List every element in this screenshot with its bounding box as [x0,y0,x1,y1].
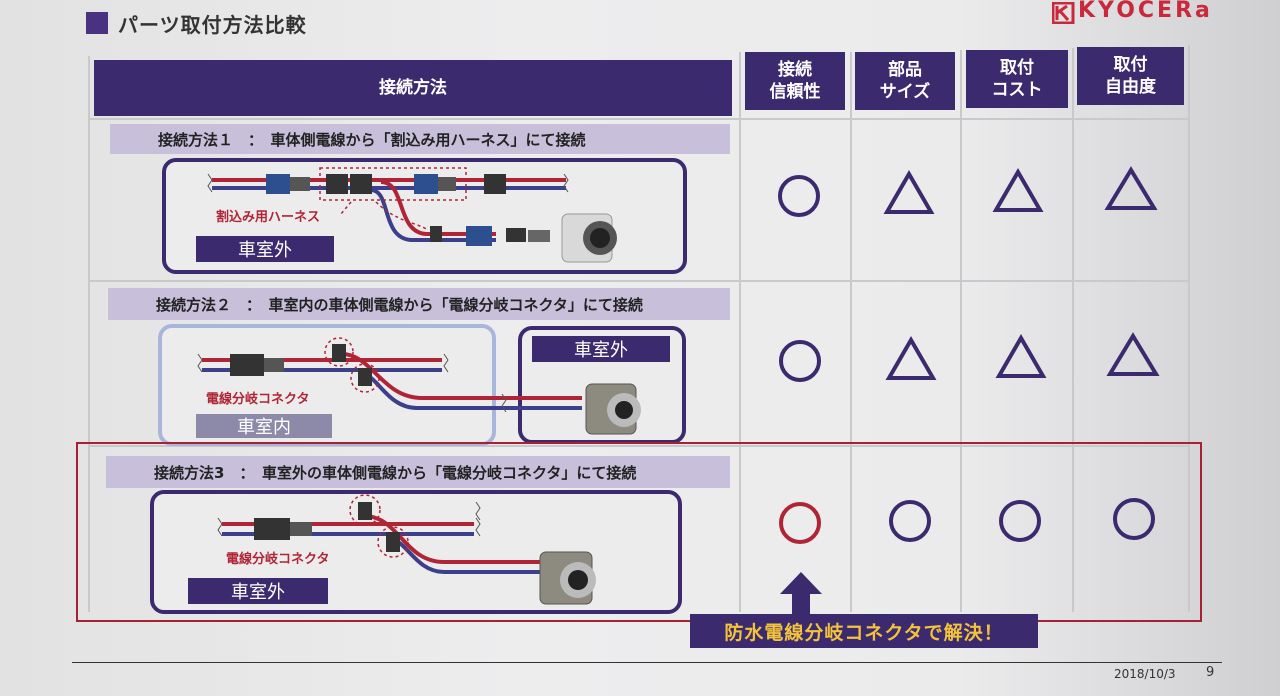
row3-highlight-frame [76,442,1202,622]
title-marker [86,12,108,34]
row3-size-circle [889,500,931,542]
row1-reliability-circle [778,175,820,217]
kyocera-logo-mark [1052,2,1075,24]
grid-line [850,52,852,612]
row2-cost-triangle-icon [995,334,1047,378]
grid-line [88,118,1188,120]
header-freedom: 取付 自由度 [1077,47,1184,105]
row2-zone-outer: 車室外 [532,336,670,362]
row2-freedom-triangle-icon [1106,332,1160,376]
row3-wiring-diagram [217,494,596,605]
footer-rule [72,662,1222,663]
row3-freedom-circle [1113,498,1155,540]
grid-line [88,56,90,612]
row2-wiring-diagram [197,337,641,435]
page-number: 9 [1206,665,1215,680]
header-size: 部品 サイズ [855,52,955,110]
up-arrow-icon [780,572,822,616]
grid-line [960,50,962,612]
row2-size-triangle-icon [885,336,937,380]
row1-size-triangle-icon [883,170,935,214]
grid-line [88,445,1188,447]
grid-line [1188,45,1190,612]
row2-zone-inner: 車室内 [196,414,332,438]
row1-freedom-triangle-icon [1104,166,1158,210]
row3-reliability-circle [779,502,821,544]
row1-cost-triangle-icon [992,168,1044,212]
grid-line [1072,48,1074,612]
row1-title-band: 接続方法１ ： 車体側電線から「割込み用ハーネス」にて接続 [110,124,730,154]
row3-part-label: 電線分岐コネクタ [226,552,330,567]
footer-date: 2018/10/3 [1114,667,1176,681]
company-logo: KYOCERa [1078,0,1213,23]
row1-zone-label: 車室外 [196,236,334,262]
row1-wiring-diagram [207,167,617,263]
row2-title-band: 接続方法２ ： 車室内の車体側電線から「電線分岐コネクタ」にて接続 [108,288,730,320]
page-title: パーツ取付方法比較 [118,13,307,37]
row2-reliability-circle [779,340,821,382]
header-reliability: 接続 信頼性 [745,52,845,110]
row1-part-label: 割込み用ハーネス [216,210,321,225]
grid-line [88,280,1188,282]
row3-cost-circle [999,500,1041,542]
row3-title-band: 接続方法3 ： 車室外の車体側電線から「電線分岐コネクタ」にて接続 [106,456,730,488]
row2-part-label: 電線分岐コネクタ [206,392,310,407]
header-cost: 取付 コスト [966,50,1068,108]
solution-callout: 防水電線分岐コネクタで解決！ [690,614,1038,648]
grid-line [739,52,741,612]
row3-zone-label: 車室外 [188,578,328,604]
header-method: 接続方法 [94,60,732,116]
